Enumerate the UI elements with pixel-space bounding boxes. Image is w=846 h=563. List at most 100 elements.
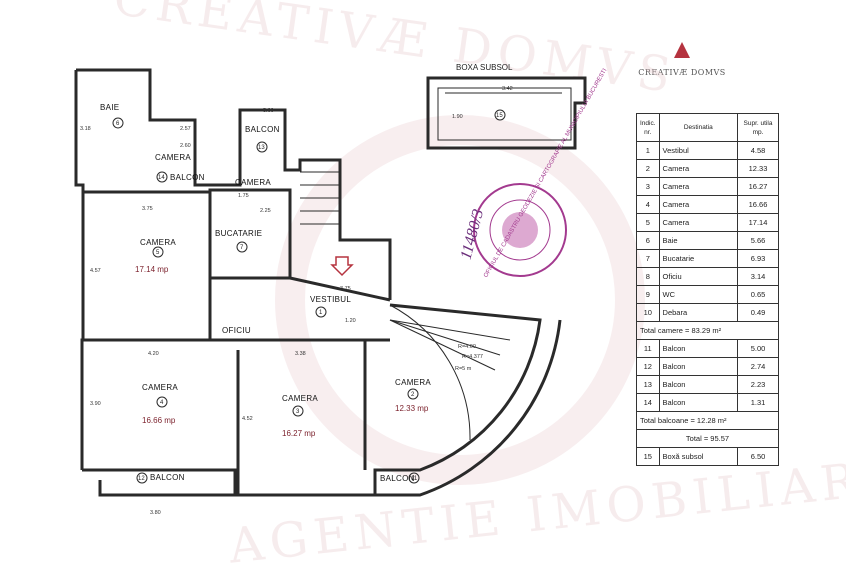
cell-dest: WC	[658, 285, 739, 304]
cell-area: 6.93	[737, 249, 779, 268]
table-total-row: Total balcoane = 12.28 m²	[636, 411, 779, 430]
balcony-14-label: BALCON	[170, 173, 205, 182]
header-area: Supr. utila mp.	[737, 113, 779, 142]
room-camera-top-label: CAMERA	[155, 153, 191, 162]
room-2-area: 12.33 mp	[395, 404, 429, 413]
room-5-label: CAMERA	[140, 238, 176, 247]
cell-dest: Camera	[658, 159, 739, 178]
brand-name: CREATIVÆ DOMVS	[638, 68, 726, 77]
storage-width: 3.42	[502, 86, 513, 92]
cell-nr: 9	[636, 285, 660, 304]
cell-area: 17.14	[737, 213, 779, 232]
cell-area: 5.00	[737, 339, 779, 358]
cell-nr: 4	[636, 195, 660, 214]
cell-nr: 1	[636, 141, 660, 160]
total-rooms: Total camere = 83.29 m²	[636, 321, 779, 340]
room-vestibul-number: 1	[319, 310, 323, 316]
room-3-label: CAMERA	[282, 394, 318, 403]
cell-dest: Bucatarie	[658, 249, 739, 268]
room-oficiu-label: OFICIU	[222, 326, 251, 335]
cell-nr: 3	[636, 177, 660, 196]
balcony-13-number: 13	[258, 145, 265, 151]
cell-dest: Camera	[658, 213, 739, 232]
cell-nr: 2	[636, 159, 660, 178]
dim-label: 4.57	[90, 268, 101, 274]
apartment-walls	[74, 68, 562, 497]
dim-label: 2.25	[260, 208, 271, 214]
storage-box: BOXA SUBSOL 3.42 1.90 15	[426, 63, 587, 150]
table-header: Indic. nr. Destinatia Supr. utila mp.	[636, 113, 779, 142]
header-destination: Destinatia	[658, 113, 739, 142]
room-2-number: 2	[411, 392, 415, 398]
cell-nr: 7	[636, 249, 660, 268]
dim-label: 3.38	[295, 351, 306, 357]
cell-nr: 8	[636, 267, 660, 286]
cell-area: 16.27	[737, 177, 779, 196]
balcony-12-label: BALCON	[150, 473, 185, 482]
cell-nr: 11	[636, 339, 660, 358]
dim-label: 3.75	[340, 286, 351, 292]
cell-area: 12.33	[737, 159, 779, 178]
dim-label: 4.52	[242, 416, 253, 422]
table-total-row: Total = 95.57	[636, 429, 779, 448]
table-total-row: Total camere = 83.29 m²	[636, 321, 779, 340]
balcony-13-label: BALCON	[245, 125, 280, 134]
dim-label: 3.80	[150, 510, 161, 516]
dim-label: 3.90	[90, 401, 101, 407]
cell-area: 0.49	[737, 303, 779, 322]
cell-nr: 10	[636, 303, 660, 322]
balcony-12-number: 12	[138, 476, 145, 482]
cell-area: 4.58	[737, 141, 779, 160]
room-vestibul-label: VESTIBUL	[310, 295, 351, 304]
storage-title: BOXA SUBSOL	[456, 63, 513, 72]
cell-nr: 12	[636, 357, 660, 376]
storage-depth: 1.90	[452, 114, 463, 120]
dim-label: 5.00	[263, 108, 274, 114]
cell-nr: 13	[636, 375, 660, 394]
cell-area: 0.65	[737, 285, 779, 304]
dimension-labels: 3.75 4.57 3.90 3.80 4.20 2.57 2.60 1.75 …	[80, 108, 483, 516]
balcony-11-number: 11	[411, 476, 418, 482]
balcony-14-number: 14	[158, 175, 165, 181]
dim-radius: R=5 m	[455, 366, 472, 372]
dim-label: 4.20	[148, 351, 159, 357]
cell-dest: Balcon	[658, 339, 739, 358]
dim-radius: R=4.377	[462, 354, 483, 360]
cell-nr: 6	[636, 231, 660, 250]
cell-area: 2.74	[737, 357, 779, 376]
cell-area: 3.14	[737, 267, 779, 286]
stamp-note: 11480/3	[458, 207, 488, 261]
room-5-number: 5	[156, 250, 160, 256]
dim-radius: R=4.00	[458, 344, 476, 350]
room-4-area: 16.66 mp	[142, 416, 176, 425]
header-nr: Indic. nr.	[636, 113, 660, 142]
dim-label: 2.57	[180, 126, 191, 132]
cell-dest: Camera	[658, 177, 739, 196]
cell-dest: Balcon	[658, 375, 739, 394]
room-4-label: CAMERA	[142, 383, 178, 392]
room-baie-number: 6	[116, 121, 120, 127]
cell-nr: 14	[636, 393, 660, 412]
balcony-11-label: BALCON	[380, 474, 415, 483]
cell-dest: Vestibul	[658, 141, 739, 160]
room-3-area: 16.27 mp	[282, 429, 316, 438]
cell-dest: Camera	[658, 195, 739, 214]
storage-number: 15	[496, 113, 503, 119]
cell-area: 1.31	[737, 393, 779, 412]
grand-total: Total = 95.57	[636, 429, 779, 448]
cell-area: 6.50	[737, 447, 779, 466]
total-balconies: Total balcoane = 12.28 m²	[636, 411, 779, 430]
brand-icon	[674, 42, 690, 58]
room-kitchen-number: 7	[240, 245, 244, 251]
